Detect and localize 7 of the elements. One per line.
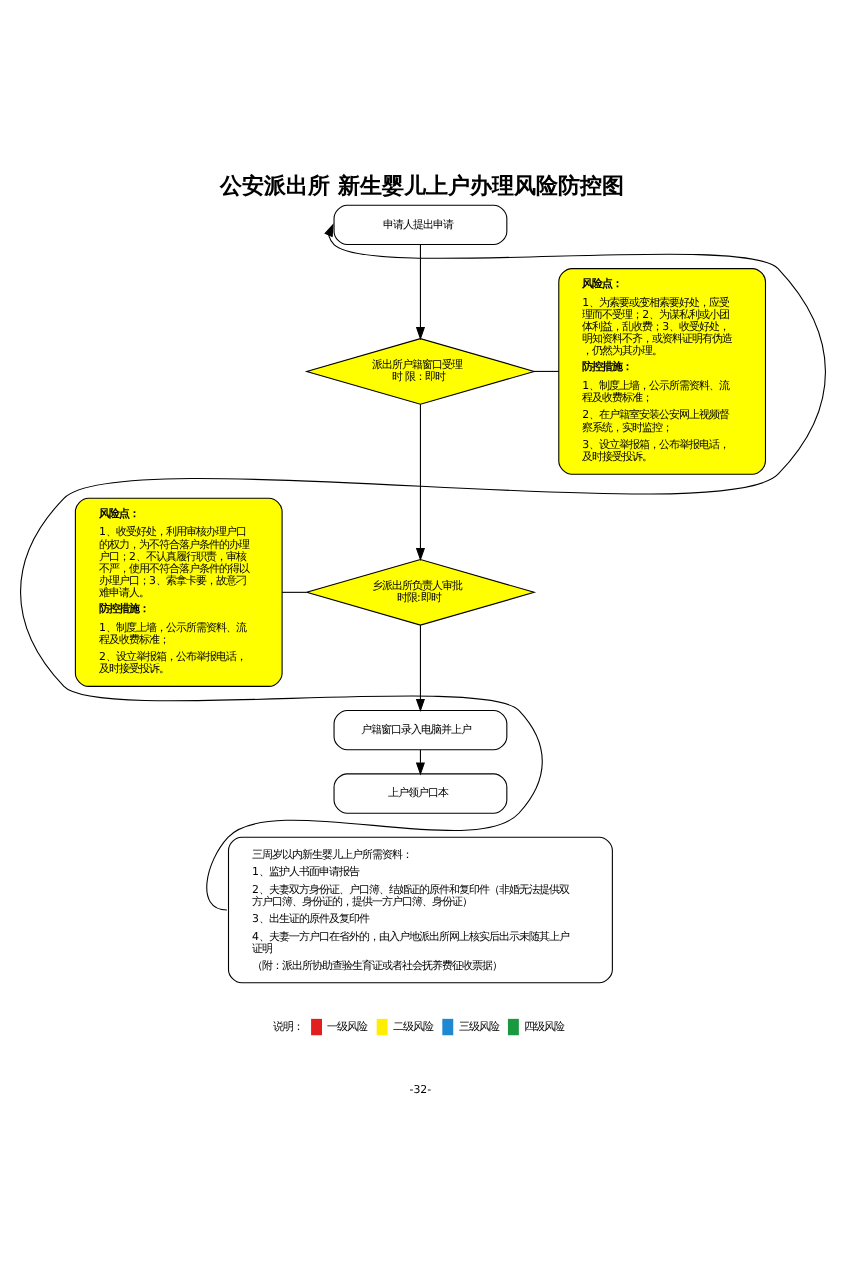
connector [533,369,560,371]
arrow [415,243,426,340]
arrow [415,402,426,561]
arrow [20,222,826,910]
arrow [415,623,426,712]
diagram-title: 公安派出所 新生婴儿上户办理风险防控图 [220,172,624,199]
connector [281,590,307,592]
